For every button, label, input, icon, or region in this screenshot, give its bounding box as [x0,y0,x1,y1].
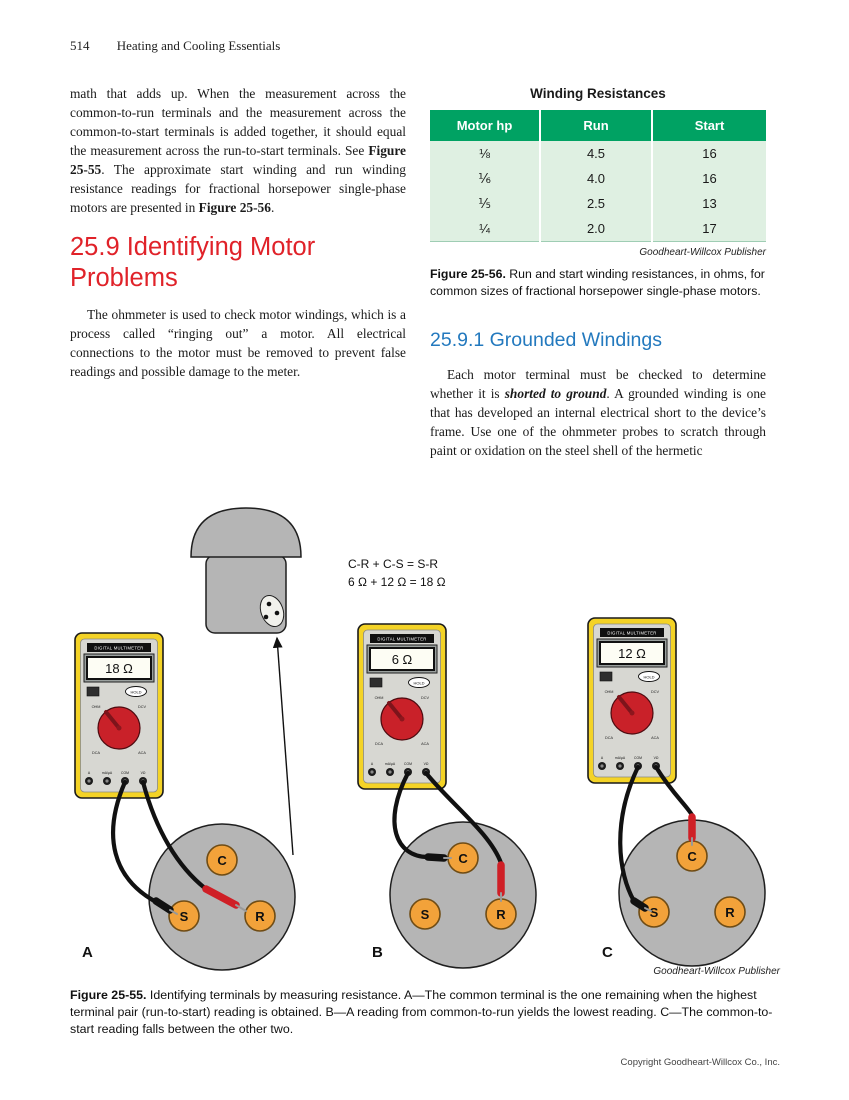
test-lead-black [618,764,641,904]
section-heading-25-9: 25.9 Identifying Motor Problems [70,233,316,292]
figure-25-56-caption: Figure 25-56. Run and start winding resi… [430,267,765,298]
meter-c-reading: 12 Ω [618,646,646,661]
col-header-run: Run [539,110,652,141]
paragraph-grounded-windings: Each motor terminal must be checked to d… [430,367,767,458]
cell-hp: ⅙ [430,166,540,191]
winding-resistances-table: Motor hp Run Start ⅛ 4.5 16 ⅙ 4.0 16 ⅕ [430,110,766,242]
figure-25-55-caption: Figure 25-55. Identifying terminals by m… [70,988,773,1036]
equation-line-2: 6 Ω + 12 Ω = 18 Ω [348,575,446,589]
subsection-heading-25-9-1: 25.9.1 Grounded Windings [430,329,662,351]
pointer-arrow [272,636,294,856]
cell-hp: ¼ [430,216,540,242]
test-lead-red [653,764,695,818]
test-lead-red [423,770,504,866]
probe-black [630,897,649,912]
test-lead-red [140,779,209,892]
cell-run: 4.5 [539,141,652,166]
cell-hp: ⅛ [430,141,540,166]
probe-black [152,897,174,914]
table-row: ⅙ 4.0 16 [430,166,766,191]
figure-25-55-illustration: DIGITAL MULTIMETER HOLD OHM DCV DCA ACA [60,505,820,985]
page-number: 514 [70,38,90,53]
cell-start: 13 [651,191,766,216]
table-publisher-credit: Goodheart-Willcox Publisher [639,247,766,258]
cell-run: 2.5 [539,191,652,216]
figure-part-label-b: B [372,944,383,961]
probe-black [424,853,448,862]
book-title: Heating and Cooling Essentials [116,38,281,53]
running-header: 514 Heating and Cooling Essentials [70,38,280,54]
cell-start: 16 [651,141,766,166]
col-header-motor-hp: Motor hp [430,110,540,141]
figure-publisher-credit: Goodheart-Willcox Publisher [653,966,780,977]
figure-part-label-c: C [602,944,613,961]
table-row: ⅕ 2.5 13 [430,191,766,216]
cell-start: 17 [651,216,766,242]
left-column: math that adds up. When the measurement … [70,84,406,381]
cell-start: 16 [651,166,766,191]
table-title: Winding Resistances [530,86,666,101]
cell-run: 2.0 [539,216,652,242]
table-row: ¼ 2.0 17 [430,216,766,242]
equation-line-1: C-R + C-S = S-R [348,557,438,571]
right-column: Winding Resistances Motor hp Run Start ⅛… [430,84,766,460]
cell-run: 4.0 [539,166,652,191]
cell-hp: ⅕ [430,191,540,216]
copyright-notice: Copyright Goodheart-Willcox Co., Inc. [620,1057,780,1068]
col-header-start: Start [651,110,766,141]
table-header-row: Motor hp Run Start [430,110,766,141]
test-lead-black [392,770,431,860]
test-lead-black [111,779,161,906]
multimeter-figure-svg: DIGITAL MULTIMETER HOLD OHM DCV DCA ACA [73,507,766,971]
probe-red [202,885,240,909]
meter-a-reading: 18 Ω [105,661,133,676]
meter-b-reading: 6 Ω [392,652,413,667]
table-row: ⅛ 4.5 16 [430,141,766,166]
figure-part-label-a: A [82,944,93,961]
paragraph-measurement: math that adds up. When the measurement … [70,86,406,215]
hermetic-compressor [190,507,302,634]
paragraph-ohmmeter: The ohmmeter is used to check motor wind… [70,307,406,379]
